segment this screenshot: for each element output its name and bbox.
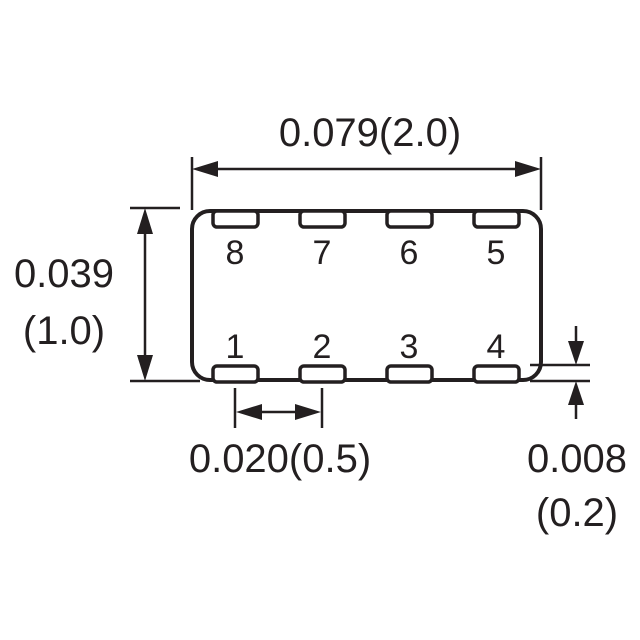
- pin-number: 5: [487, 234, 506, 272]
- width-label: 0.079(2.0): [279, 111, 461, 155]
- pin-labels-bottom: 1 2 3 4: [226, 328, 506, 366]
- pin-number: 4: [487, 328, 506, 366]
- width-arrow-left: [192, 161, 218, 177]
- top-pad-row: [211, 209, 521, 229]
- width-arrow-right: [515, 161, 541, 177]
- pad-height-dimension: 0.008 (0.2): [527, 326, 627, 535]
- pin-number: 8: [226, 234, 245, 272]
- pad-height-label-mm: (0.2): [536, 491, 618, 535]
- pitch-label: 0.020(0.5): [189, 437, 371, 481]
- pad-8: [211, 209, 260, 229]
- pin-number: 6: [400, 234, 419, 272]
- pad-5: [472, 209, 521, 229]
- pad-height-arrow-top: [568, 341, 584, 365]
- pad-6: [385, 209, 434, 229]
- pin-labels-top: 8 7 6 5: [226, 234, 506, 272]
- pin-number: 7: [313, 234, 332, 272]
- pad-1: [211, 364, 260, 384]
- height-arrow-top: [137, 208, 153, 234]
- pad-height-arrow-bottom: [568, 381, 584, 405]
- package-body: [190, 209, 543, 382]
- bottom-pad-row: [211, 364, 521, 384]
- height-dimension: 0.039 (1.0): [14, 206, 200, 383]
- height-label-mm: (1.0): [23, 309, 105, 353]
- pitch-arrow-right: [295, 404, 321, 420]
- pin-number: 2: [313, 328, 332, 366]
- pin-number: 3: [400, 328, 419, 366]
- height-label-inches: 0.039: [14, 252, 114, 296]
- height-arrow-bottom: [137, 355, 153, 381]
- pad-3: [385, 364, 434, 384]
- pad-height-label-inches: 0.008: [527, 437, 627, 481]
- pad-4: [472, 364, 521, 384]
- width-dimension: 0.079(2.0): [190, 111, 543, 210]
- pitch-arrow-left: [236, 404, 262, 420]
- pad-7: [298, 209, 347, 229]
- pin-number: 1: [226, 328, 245, 366]
- pitch-dimension: 0.020(0.5): [189, 388, 371, 481]
- pad-2: [298, 364, 347, 384]
